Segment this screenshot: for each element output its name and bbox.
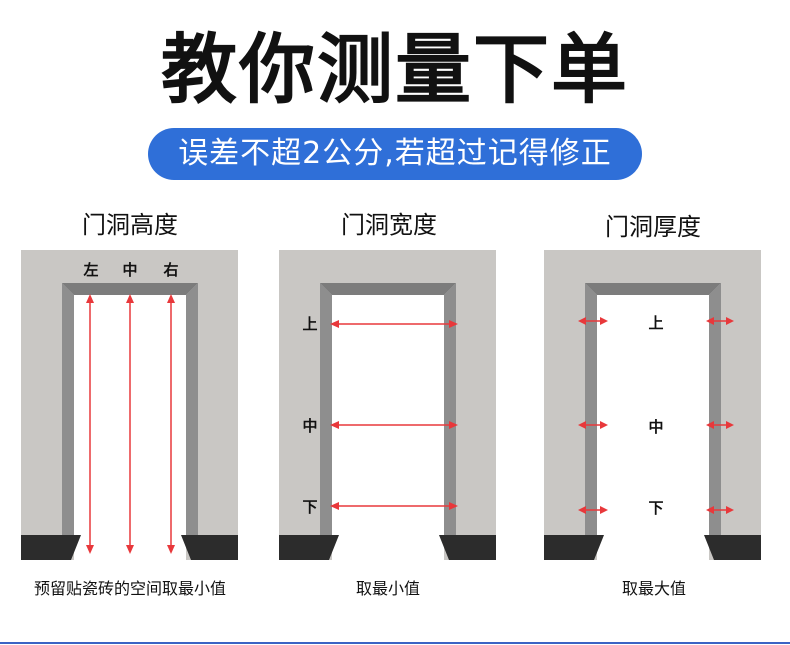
baseboard-left — [544, 535, 604, 560]
door-opening — [597, 295, 709, 560]
width-arrow-top — [330, 320, 458, 328]
door-thickness-diagram: 上 中 下 — [544, 250, 761, 560]
panel-title-width: 门洞宽度 — [341, 211, 437, 239]
label-left: 左 — [82, 261, 98, 279]
frame-right — [186, 283, 198, 535]
frame-left — [320, 283, 332, 535]
frame-left — [585, 283, 597, 535]
frame-right — [709, 283, 721, 535]
page-title: 教你测量下单 — [161, 25, 629, 114]
baseboard-right — [439, 535, 496, 560]
frame-top — [62, 283, 198, 295]
frame-top — [320, 283, 456, 295]
baseboard-right — [704, 535, 761, 560]
panel-title-height: 门洞高度 — [82, 211, 178, 239]
door-width-diagram: 上 中 下 — [279, 250, 496, 560]
door-opening — [332, 295, 444, 560]
baseboard-right — [181, 535, 238, 560]
caption-thickness: 取最大值 — [621, 579, 686, 598]
baseboard-left — [21, 535, 81, 560]
caption-height: 预留贴瓷砖的空间取最小值 — [33, 579, 226, 598]
height-arrow-middle — [126, 294, 134, 554]
label-right: 右 — [163, 261, 178, 279]
baseboard-left — [279, 535, 339, 560]
label-bottom: 下 — [648, 499, 663, 517]
label-bottom: 下 — [302, 498, 317, 516]
label-middle: 中 — [302, 417, 317, 435]
door-height-diagram: 左 中 右 — [21, 250, 238, 560]
label-top: 上 — [648, 314, 663, 332]
frame-top — [585, 283, 721, 295]
width-arrow-middle — [330, 421, 458, 429]
panel-title-thickness: 门洞厚度 — [605, 213, 701, 241]
height-arrow-left — [86, 294, 94, 554]
caption-width: 取最小值 — [355, 579, 420, 598]
frame-right — [444, 283, 456, 535]
label-middle: 中 — [122, 261, 137, 279]
label-middle: 中 — [648, 418, 663, 436]
width-arrow-bottom — [330, 502, 458, 510]
frame-left — [62, 283, 74, 535]
subtitle-banner: 误差不超2公分,若超过记得修正 — [148, 128, 642, 180]
bottom-divider — [0, 642, 790, 644]
thickness-arrows-left — [578, 317, 608, 514]
height-arrow-right — [167, 294, 175, 554]
label-top: 上 — [302, 315, 317, 333]
thickness-arrows-right — [706, 317, 734, 514]
